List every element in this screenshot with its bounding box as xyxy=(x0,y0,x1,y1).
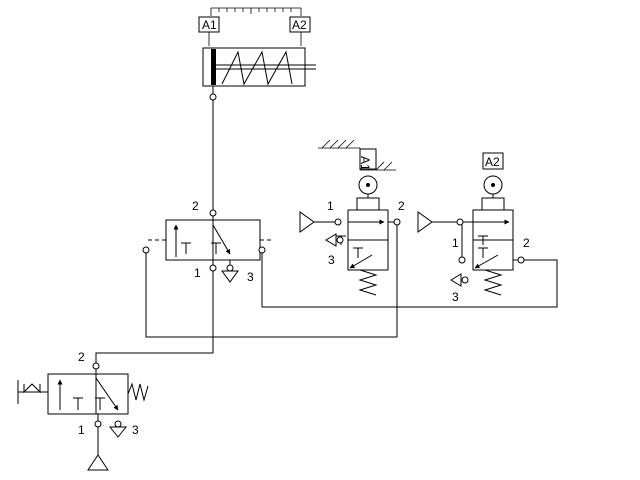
supply-icon xyxy=(417,211,433,233)
cylinder-piston xyxy=(211,49,216,85)
start-valve-port-1: 1 xyxy=(78,423,85,437)
limit-a1-port-2: 2 xyxy=(398,199,405,213)
spring-icon xyxy=(221,50,293,86)
limit-valve-a2-tag: A2 xyxy=(485,155,500,169)
cylinder-port xyxy=(209,93,217,101)
limit-valve-a2[interactable]: A2 1 2 3 xyxy=(417,152,530,304)
limit-a1-port-3: 3 xyxy=(328,253,335,267)
exhaust-icon xyxy=(450,273,462,287)
limit-a1-port-1: 1 xyxy=(327,199,334,213)
main-valve-port-1: 1 xyxy=(194,266,201,280)
scale-label-a2: A2 xyxy=(292,18,307,32)
limit-valve-a1[interactable]: A1 1 2 3 xyxy=(299,139,405,296)
supply-icon xyxy=(87,454,109,471)
exhaust-icon xyxy=(108,426,128,438)
exhaust-icon xyxy=(221,270,239,283)
stroke-scale: A1 A2 xyxy=(198,7,311,46)
main-valve-port-2: 2 xyxy=(192,199,199,213)
pneumatic-lines xyxy=(95,100,558,363)
limit-a2-port-2: 2 xyxy=(523,236,530,250)
start-valve-port-3: 3 xyxy=(132,423,139,437)
limit-valve-a1-tag: A1 xyxy=(358,156,372,171)
start-valve[interactable]: 2 1 3 xyxy=(17,350,149,471)
exhaust-icon xyxy=(325,233,337,247)
cam-hatch xyxy=(318,139,396,171)
supply-icon xyxy=(299,211,315,233)
limit-a2-port-1: 1 xyxy=(452,236,459,250)
main-valve-port-3: 3 xyxy=(247,270,254,284)
start-valve-port-2: 2 xyxy=(78,350,85,364)
scale-label-a1: A1 xyxy=(202,18,217,32)
main-valve[interactable]: 2 1 3 xyxy=(142,199,272,284)
limit-a2-port-3: 3 xyxy=(452,290,459,304)
cylinder[interactable]: A1 A2 xyxy=(198,7,316,101)
